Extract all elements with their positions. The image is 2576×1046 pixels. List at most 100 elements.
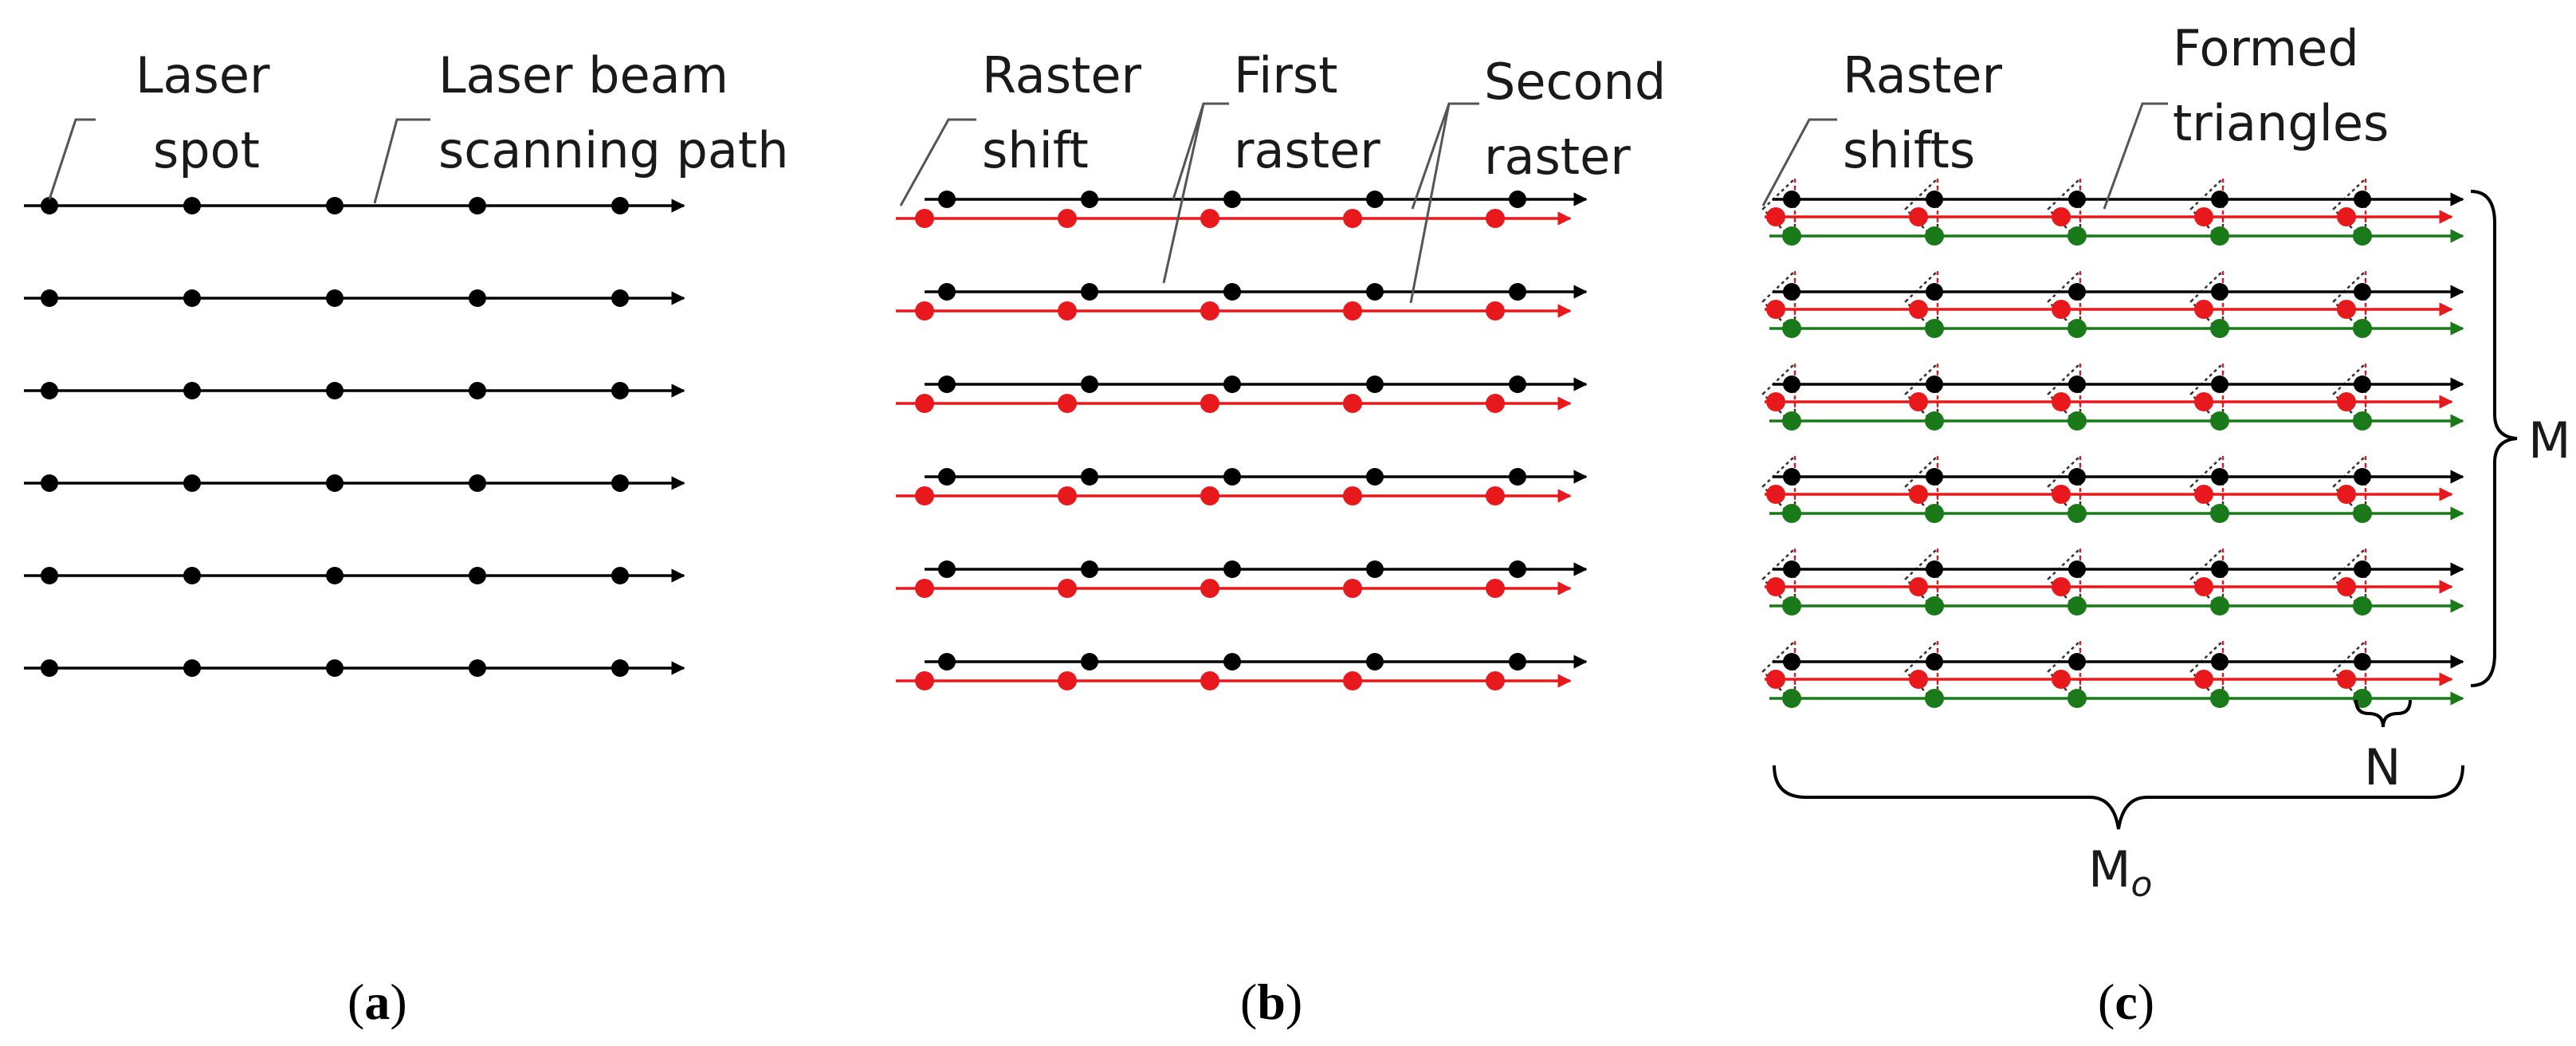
dimension-n: N bbox=[2364, 738, 2401, 796]
first-raster-laser-spot bbox=[2211, 560, 2228, 578]
formed-triangle bbox=[2189, 176, 2225, 246]
first-raster-laser-spot bbox=[1509, 191, 1526, 208]
caption-a: (a) bbox=[348, 973, 407, 1030]
first-raster-laser-spot bbox=[469, 382, 486, 399]
brace-mo bbox=[1773, 765, 2464, 830]
second-raster-laser-spot bbox=[2337, 392, 2356, 411]
first-raster-laser-spot bbox=[1783, 560, 1800, 578]
first-raster-laser-spot bbox=[183, 382, 201, 399]
first-raster-laser-spot bbox=[1926, 376, 1943, 393]
label-first: First bbox=[1234, 46, 1337, 104]
formed-triangle bbox=[1761, 454, 1797, 523]
first-raster-laser-spot bbox=[326, 382, 344, 399]
third-raster-laser-spot bbox=[1925, 319, 1944, 338]
brace-n bbox=[2354, 699, 2412, 728]
formed-triangle bbox=[2332, 176, 2367, 246]
first-raster-laser-spot bbox=[1783, 191, 1800, 208]
first-raster-laser-spot bbox=[1783, 653, 1800, 670]
formed-triangle bbox=[2189, 361, 2225, 431]
second-raster-laser-spot bbox=[2194, 207, 2213, 226]
first-raster-laser-spot bbox=[2068, 283, 2086, 301]
first-raster-laser-spot bbox=[41, 567, 58, 584]
first-raster-laser-spot bbox=[1783, 376, 1800, 393]
first-raster-laser-spot bbox=[938, 191, 956, 208]
leader-second-raster bbox=[1409, 102, 1479, 304]
second-raster-laser-spot bbox=[1766, 670, 1785, 689]
label-second-raster: raster bbox=[1484, 128, 1631, 186]
first-raster-laser-spot bbox=[326, 474, 344, 492]
second-raster-laser-spot bbox=[1343, 209, 1362, 228]
second-raster-laser-spot bbox=[1343, 671, 1362, 690]
second-raster-laser-spot bbox=[1200, 301, 1219, 320]
first-raster-laser-spot bbox=[1366, 191, 1384, 208]
label-second: Second bbox=[1484, 53, 1666, 111]
first-raster-laser-spot bbox=[1509, 376, 1526, 393]
second-raster-laser-spot bbox=[1486, 209, 1505, 228]
formed-triangle bbox=[1761, 639, 1797, 708]
formed-triangle bbox=[2047, 269, 2082, 338]
second-raster-laser-spot bbox=[1766, 207, 1785, 226]
first-raster-laser-spot bbox=[1223, 191, 1241, 208]
first-raster-laser-spot bbox=[326, 659, 344, 677]
second-raster-laser-spot bbox=[1486, 671, 1505, 690]
caption-c: (c) bbox=[2098, 973, 2154, 1030]
third-raster-laser-spot bbox=[2353, 226, 2372, 246]
third-raster-laser-spot bbox=[1925, 226, 1944, 246]
third-raster-laser-spot bbox=[2067, 226, 2087, 246]
second-raster-laser-spot bbox=[2337, 577, 2356, 596]
first-raster-laser-spot bbox=[938, 560, 956, 578]
formed-triangle bbox=[1761, 176, 1797, 246]
formed-triangle bbox=[1904, 546, 1939, 615]
second-raster-laser-spot bbox=[2194, 300, 2213, 319]
second-raster-laser-spot bbox=[1343, 301, 1362, 320]
first-raster-laser-spot bbox=[1926, 191, 1943, 208]
formed-triangle bbox=[2332, 454, 2367, 523]
second-raster-laser-spot bbox=[1058, 394, 1077, 413]
second-raster-laser-spot bbox=[2337, 485, 2356, 504]
first-raster-laser-spot bbox=[1509, 283, 1526, 301]
formed-triangle bbox=[1761, 361, 1797, 431]
first-raster-laser-spot bbox=[2354, 283, 2371, 301]
label-shifts: shifts bbox=[1843, 121, 1975, 179]
first-raster-laser-spot bbox=[2068, 560, 2086, 578]
first-raster-laser-spot bbox=[938, 653, 956, 670]
formed-triangle bbox=[1761, 546, 1797, 615]
dimension-m: M bbox=[2528, 411, 2571, 470]
first-raster-laser-spot bbox=[1223, 653, 1241, 670]
first-raster-laser-spot bbox=[1783, 283, 1800, 301]
formed-triangle bbox=[2189, 639, 2225, 708]
label-scanning-path: scanning path bbox=[438, 121, 789, 179]
label-triangles: triangles bbox=[2173, 94, 2389, 152]
third-raster-laser-spot bbox=[1925, 689, 1944, 708]
second-raster-laser-spot bbox=[1909, 577, 1928, 596]
first-raster-laser-spot bbox=[183, 659, 201, 677]
formed-triangle bbox=[2047, 176, 2082, 246]
first-raster-laser-spot bbox=[1926, 283, 1943, 301]
second-raster-laser-spot bbox=[1486, 301, 1505, 320]
first-raster-laser-spot bbox=[611, 382, 629, 399]
second-raster-laser-spot bbox=[2052, 670, 2071, 689]
first-raster-laser-spot bbox=[469, 474, 486, 492]
first-raster-laser-spot bbox=[41, 289, 58, 307]
first-raster-laser-spot bbox=[2211, 653, 2228, 670]
first-raster-laser-spot bbox=[2068, 376, 2086, 393]
second-raster-laser-spot bbox=[915, 394, 934, 413]
first-raster-laser-spot bbox=[326, 567, 344, 584]
first-raster-laser-spot bbox=[2211, 191, 2228, 208]
second-raster-laser-spot bbox=[1486, 579, 1505, 598]
label-shift: shift bbox=[982, 121, 1089, 179]
formed-triangle bbox=[1904, 361, 1939, 431]
third-raster-laser-spot bbox=[2067, 689, 2087, 708]
first-raster-laser-spot bbox=[326, 289, 344, 307]
label-first-raster: raster bbox=[1234, 121, 1380, 179]
first-raster-laser-spot bbox=[2211, 376, 2228, 393]
first-raster-laser-spot bbox=[1223, 560, 1241, 578]
formed-triangle bbox=[2189, 269, 2225, 338]
third-raster-laser-spot bbox=[2210, 411, 2229, 431]
formed-triangle bbox=[2047, 361, 2082, 431]
first-raster-laser-spot bbox=[1223, 283, 1241, 301]
third-raster-laser-spot bbox=[1782, 504, 1801, 523]
label-formed: Formed bbox=[2173, 19, 2359, 77]
second-raster-laser-spot bbox=[2337, 300, 2356, 319]
leader-raster-shift bbox=[899, 118, 976, 206]
